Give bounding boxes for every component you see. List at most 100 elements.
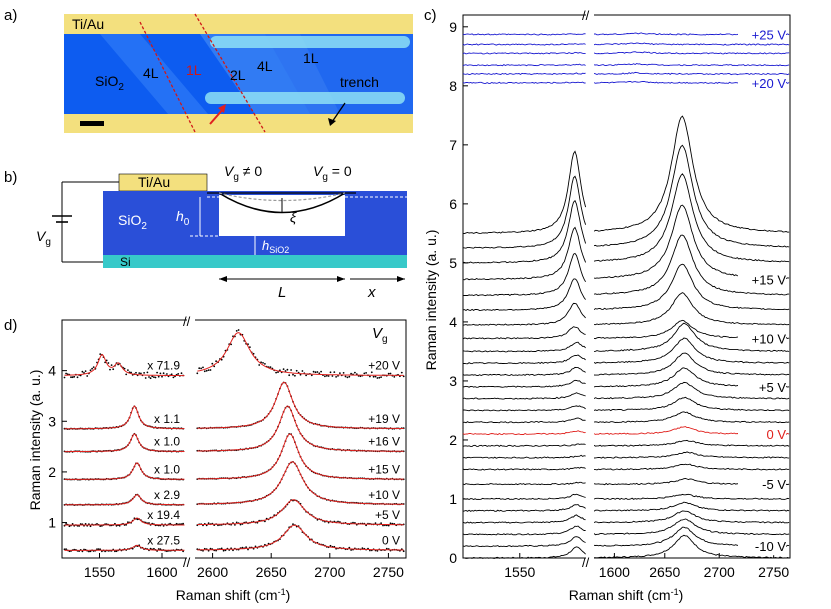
panel-d-data-point <box>352 521 354 524</box>
panel-d-scale-factor: x 19.4 <box>147 508 180 522</box>
panel-c-trace-g <box>462 252 586 297</box>
panel-d-data-point <box>81 370 84 373</box>
panel-c-voltage-label: +20 V <box>752 76 787 91</box>
panel-d-y-tick-label: 2 <box>48 464 56 480</box>
panel-d-data-point <box>376 550 379 552</box>
panel-d-data-point <box>393 376 396 378</box>
panel-d-voltage-label: +15 V <box>368 463 400 477</box>
panel-d-data-point <box>385 547 388 550</box>
panel-c-trace-g <box>462 175 587 249</box>
panel-d-fit-2d <box>197 461 404 505</box>
panel-d-data-point <box>89 369 92 372</box>
panel-d-data-point <box>316 371 319 373</box>
panel-c-voltage-label-bg <box>738 74 786 92</box>
panel-d-data-point <box>294 374 296 377</box>
panel-d-fit-g <box>64 462 185 480</box>
panel-c-voltage-label: -5 V <box>762 477 786 492</box>
panel-c-trace-g <box>462 466 586 471</box>
panel-d-legend-title: Vg <box>372 325 388 345</box>
panel-c-trace-g <box>462 33 586 36</box>
panel-d-data-point <box>203 370 206 373</box>
panel-d-data-point <box>153 376 155 378</box>
panel-c-voltage-label: +10 V <box>752 331 787 346</box>
panel-c-voltage-label-bg <box>738 476 786 494</box>
panel-d-data-point <box>247 548 249 551</box>
panel-c-y-tick-label: 0 <box>449 550 457 566</box>
panel-d-data-point <box>230 343 233 346</box>
panel-d-data-point <box>138 372 141 374</box>
label-ti-au-a: Ti/Au <box>72 16 104 32</box>
x-arrowhead <box>397 276 405 282</box>
panel-d-x-tick-label: 2600 <box>197 564 228 580</box>
panel-c-trace-2d <box>593 381 790 400</box>
trench-arrowhead <box>328 118 336 126</box>
panel-d-data-point <box>84 370 87 372</box>
panel-d-data-point <box>127 521 129 524</box>
panel-d-data-point <box>78 525 80 527</box>
panel-c-trace-2d <box>593 71 790 76</box>
panel-d-data-point <box>70 376 72 379</box>
panel-d-series-labels: x 71.9+20 Vx 1.1+19 Vx 1.0+16 Vx 1.0+15 … <box>147 359 400 548</box>
panel-c-trace-g <box>462 525 586 536</box>
panel-d-scale-factor: x 1.0 <box>154 463 180 477</box>
panel-c-x-tick-label: 1550 <box>504 564 535 580</box>
panel-c-trace-2d <box>593 144 790 248</box>
panel-d-data-point <box>325 374 328 377</box>
panel-d-data-point <box>109 368 111 371</box>
panel-d-y-tick-label: 3 <box>48 413 56 429</box>
panel-d-data-point <box>400 371 403 374</box>
panel-d-x-tick-label: 2700 <box>314 564 345 580</box>
panel-d-data-point <box>234 524 236 526</box>
panel-c-trace-g <box>462 454 586 459</box>
panel-d-break-mark-bottom: // <box>183 555 191 570</box>
panel-d-y-tick-label: 1 <box>48 515 56 531</box>
panel-d-data-point <box>387 372 390 375</box>
panel-d-data-point <box>327 375 330 377</box>
panel-d-data-point <box>354 371 356 374</box>
panel-d-data-point <box>144 377 147 379</box>
panel-d-data-point <box>115 524 118 527</box>
panel-c-voltage-label-bg <box>738 330 786 348</box>
panel-c-trace-2d <box>593 63 790 67</box>
panel-c-break-mark-bottom: // <box>582 555 590 570</box>
panel-d-data-point <box>402 550 405 553</box>
panel-d-data-point <box>207 369 210 371</box>
panel-c-trace-g <box>462 150 587 234</box>
panel-d-data-point <box>350 549 352 551</box>
panel-d-data-point <box>369 375 371 378</box>
panel-c-trace-g <box>462 63 586 67</box>
panel-d-data-point <box>161 375 163 378</box>
panel-c-trace-g <box>462 504 586 512</box>
panel-d-data-point <box>96 548 98 551</box>
panel-d-data-point <box>342 372 345 374</box>
panel-c-voltage-label-bg <box>738 426 786 444</box>
panel-d-fit-2d <box>197 405 404 452</box>
panel-d-data-point <box>159 372 162 375</box>
panel-d-data-point <box>153 547 155 550</box>
panel-c-trace-2d <box>593 510 790 524</box>
panel-d-data-point <box>312 370 315 373</box>
panel-c-trace-2d <box>593 51 790 55</box>
panel-d-data-point <box>99 548 102 551</box>
panel-c-y-tick-label: 4 <box>449 314 457 330</box>
panel-d-data-point <box>65 523 67 525</box>
panel-c-trace-2d <box>593 501 790 512</box>
panel-d-data-point <box>101 550 103 553</box>
panel-d-scale-factor: x 27.5 <box>147 533 180 547</box>
panel-d-data-point <box>143 372 146 374</box>
panel-d-data-point <box>378 376 381 379</box>
panel-d-scale-factor: x 1.0 <box>154 435 180 449</box>
trench-arrow <box>331 102 346 123</box>
label-2L: 2L <box>230 67 246 83</box>
panel-d-data-point <box>99 525 102 527</box>
panel-d-scale-factor: x 1.1 <box>154 412 180 426</box>
label-4L-right: 4L <box>257 58 273 74</box>
label-ti-au-b: Ti/Au <box>138 174 170 190</box>
panel-c-voltage-label-bg <box>738 378 786 396</box>
panel-d-data-point <box>71 523 74 525</box>
panel-d-data-point <box>112 368 115 371</box>
label-xi: ξ <box>290 209 297 225</box>
panel-d-fit-g <box>64 405 185 430</box>
panel-d-data-point <box>88 550 90 553</box>
